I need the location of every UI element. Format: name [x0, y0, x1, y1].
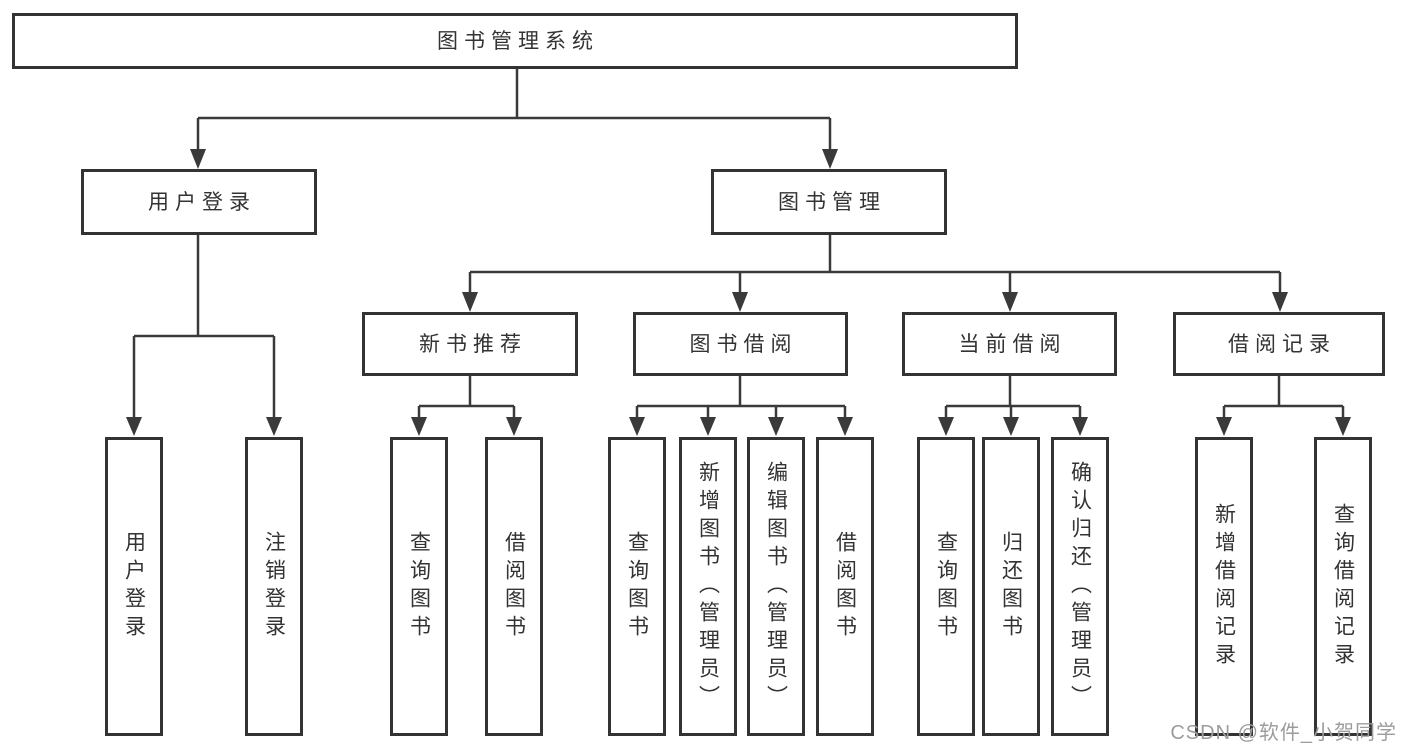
node-current-borrow-label: 当前借阅	[958, 332, 1067, 356]
leaf-current-query: 查询图书	[917, 437, 975, 736]
leaf-borrow-add: 新增图书（管理员）	[679, 437, 737, 736]
node-book-borrow: 图书借阅	[633, 312, 848, 376]
leaf-current-return-label: 归还图书	[999, 530, 1023, 643]
leaf-records-add: 新增借阅记录	[1195, 437, 1253, 736]
leaf-borrow-edit-label: 编辑图书（管理员）	[764, 460, 788, 713]
node-current-borrow: 当前借阅	[902, 312, 1117, 376]
node-user-login-label: 用户登录	[148, 190, 256, 214]
leaf-logout-label: 注销登录	[262, 530, 286, 643]
leaf-borrow-add-label: 新增图书（管理员）	[696, 460, 720, 713]
connector-current-borrow-to-leaves	[938, 376, 1088, 436]
leaf-records-add-label: 新增借阅记录	[1212, 502, 1236, 671]
node-book-mgmt-label: 图书管理	[778, 190, 886, 214]
leaf-records-query: 查询借阅记录	[1314, 437, 1372, 736]
leaf-borrow-borrow-label: 借阅图书	[833, 530, 857, 643]
leaf-borrow-query: 查询图书	[608, 437, 666, 736]
node-borrow-records-label: 借阅记录	[1228, 332, 1336, 356]
leaf-current-query-label: 查询图书	[934, 530, 958, 643]
connector-root-to-level2	[190, 69, 838, 169]
node-book-mgmt: 图书管理	[711, 169, 947, 235]
node-new-books-label: 新书推荐	[419, 332, 527, 356]
connector-book-mgmt-to-level3	[462, 235, 1288, 312]
connector-new-books-to-leaves	[411, 376, 522, 436]
leaf-current-confirm-return-label: 确认归还（管理员）	[1068, 460, 1092, 713]
node-new-books: 新书推荐	[362, 312, 578, 376]
leaf-borrow-edit: 编辑图书（管理员）	[747, 437, 805, 736]
leaf-borrow-query-label: 查询图书	[625, 530, 649, 643]
leaf-logout: 注销登录	[245, 437, 303, 736]
csdn-watermark: CSDN @软件_小贺同学	[1170, 722, 1397, 744]
leaf-current-confirm-return: 确认归还（管理员）	[1051, 437, 1109, 736]
leaf-current-return: 归还图书	[982, 437, 1040, 736]
leaf-user-login: 用户登录	[105, 437, 163, 736]
leaf-newbooks-borrow-label: 借阅图书	[502, 530, 526, 643]
leaf-newbooks-query: 查询图书	[390, 437, 448, 736]
leaf-user-login-label: 用户登录	[122, 530, 146, 643]
node-user-login: 用户登录	[81, 169, 317, 235]
node-book-borrow-label: 图书借阅	[689, 332, 798, 356]
node-root: 图书管理系统	[12, 13, 1018, 69]
leaf-records-query-label: 查询借阅记录	[1331, 502, 1355, 671]
leaf-borrow-borrow: 借阅图书	[816, 437, 874, 736]
connector-book-borrow-to-leaves	[629, 376, 853, 436]
leaf-newbooks-query-label: 查询图书	[407, 530, 431, 643]
node-borrow-records: 借阅记录	[1173, 312, 1385, 376]
leaf-newbooks-borrow: 借阅图书	[485, 437, 543, 736]
connector-user-login-to-leaves	[126, 235, 282, 436]
connector-borrow-records-to-leaves	[1216, 376, 1351, 436]
node-root-label: 图书管理系统	[437, 29, 599, 53]
